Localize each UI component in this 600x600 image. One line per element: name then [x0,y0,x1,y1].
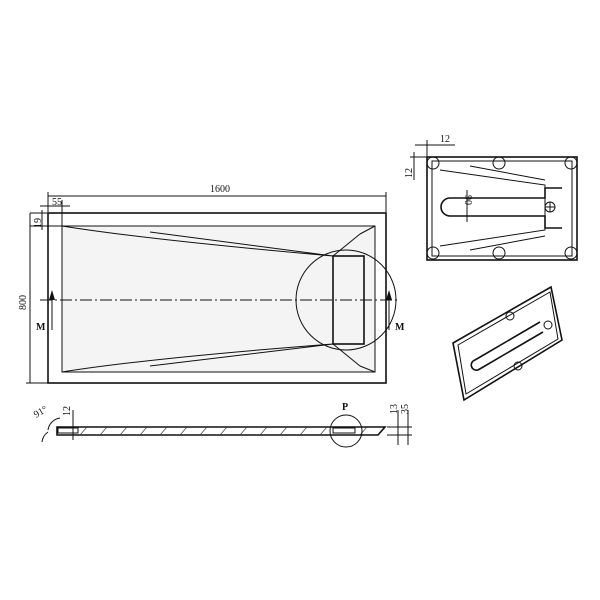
dim-heights [387,410,412,445]
side-drain-left [57,427,79,434]
height-total-label: 35 [400,404,411,414]
dim-offset-label: 19 [33,218,44,228]
plan-view: M M 1600 55 19 800 [18,184,405,384]
dim-rim-label: 55 [52,197,62,208]
iso-outline [452,285,563,402]
section-label-right: M [395,322,405,333]
side-profile [56,426,387,436]
isometric-view [452,285,563,402]
dim-rim [40,200,70,226]
side-depth-label: 12 [62,406,73,416]
dim-length-label: 1600 [210,184,230,195]
tray-outline [47,212,387,384]
underside-channel [440,187,562,229]
dim-length [47,192,387,212]
section-arrows [51,298,390,330]
section-label-left: M [36,322,46,333]
slope-lines [61,225,376,373]
height-inner-label: 13 [389,404,400,414]
side-view: P 91° 12 13 35 [32,402,412,448]
underside-outline [426,156,578,261]
offset-y-label: 12 [404,168,415,178]
dim-width [26,213,48,384]
offset-x-label: 12 [440,134,450,145]
underside-ribs [439,165,546,251]
detail-p-label: P [342,402,348,413]
dim-offset [30,210,62,230]
dim-underside-offsets [410,140,455,180]
underside-view: 90 12 12 [404,134,578,261]
detail-p-circle [329,414,363,448]
iso-channel [470,321,544,372]
angle-arc [41,410,74,443]
angle-label: 91° [32,404,50,421]
channel-label: 90 [462,195,473,205]
basin [61,225,376,373]
dim-width-label: 800 [18,295,29,310]
